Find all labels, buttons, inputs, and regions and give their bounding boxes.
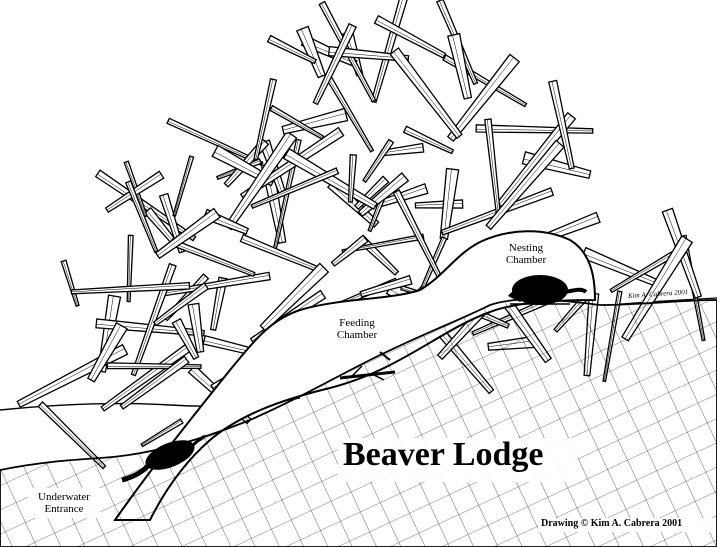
earth-bank [0, 298, 717, 547]
feeding-chamber-label-line1: Feeding [339, 317, 375, 329]
stick-grain [375, 19, 445, 57]
stick [446, 32, 473, 100]
stick-grain [415, 202, 463, 206]
stick-grain [133, 264, 173, 375]
stick [70, 281, 191, 295]
stick-grain [251, 169, 338, 207]
stick [373, 14, 447, 59]
stick-grain [90, 325, 121, 381]
stick-grain [62, 261, 78, 306]
stick-grain [328, 79, 373, 152]
stick-grain [332, 237, 366, 265]
stick [253, 78, 278, 161]
stick-grain [262, 266, 324, 329]
stick-grain [443, 169, 452, 239]
stick-grain [255, 79, 274, 160]
stick [370, 0, 408, 104]
stick [209, 276, 228, 332]
stick-grain [404, 129, 453, 152]
stick [484, 118, 502, 219]
stick [86, 321, 129, 383]
stick [414, 199, 464, 209]
stick-grain [301, 29, 322, 77]
stick-grain [551, 81, 573, 169]
nesting-chamber-label: Nesting Chamber [496, 242, 556, 266]
stick [126, 234, 134, 303]
feeding-chamber-label-line2: Chamber [336, 328, 378, 341]
stick-grain [373, 0, 403, 102]
diagram-title: Beaver Lodge [343, 436, 544, 473]
stick [547, 79, 575, 170]
stick-grain [192, 304, 201, 352]
stick-grain [381, 146, 424, 154]
stick [169, 238, 256, 278]
twig-food-icon [339, 351, 396, 381]
stick [402, 125, 455, 155]
stick [172, 155, 195, 217]
underwater-entrance-label-line1: Underwater [38, 491, 90, 503]
stick-grain [160, 275, 270, 295]
stick-grain [360, 278, 411, 295]
stick-grain [330, 183, 377, 225]
stick-grain [364, 140, 391, 182]
stick [281, 107, 349, 135]
stick [312, 22, 358, 106]
underwater-entrance-label-line2: Entrance [44, 502, 84, 515]
beaver-swimming-icon [121, 434, 206, 483]
stick [187, 302, 205, 354]
nesting-chamber-label-line2: Chamber [505, 253, 547, 266]
beaver-resting-icon [508, 275, 588, 305]
stick-grain [488, 142, 560, 228]
stick-grain [476, 128, 593, 132]
stick-grain [173, 156, 192, 216]
stick-grain [610, 253, 673, 292]
stick-grain [393, 51, 460, 137]
stick [347, 154, 358, 203]
stick-grain [487, 119, 500, 218]
stick-grain [360, 175, 405, 215]
stick-grain [141, 420, 182, 446]
stick [359, 274, 413, 298]
stick-grain [227, 133, 291, 228]
stick [327, 45, 410, 62]
stick-grain [270, 108, 323, 138]
stick [130, 262, 177, 377]
stick-grain [499, 115, 571, 205]
stick-grain [127, 181, 157, 252]
stick-grain [102, 347, 188, 410]
stick-grain [350, 154, 353, 203]
nesting-chamber-label-line1: Nesting [508, 242, 544, 254]
stick [282, 147, 378, 210]
stick-grain [285, 154, 376, 207]
stick-grain [121, 358, 187, 408]
stick-grain [450, 57, 514, 140]
stick-grain [146, 210, 177, 245]
stick-grain [71, 284, 190, 293]
stick-grain [452, 35, 469, 99]
stick [475, 124, 594, 134]
stick-grain [157, 211, 217, 256]
underwater-entrance-label: Underwater Entrance [28, 491, 100, 515]
stick-grain [395, 191, 443, 282]
stick-grain [175, 321, 197, 359]
stick-grain [315, 25, 353, 104]
stick-grain [39, 404, 105, 468]
stick [266, 34, 318, 65]
stick-grain [154, 285, 206, 324]
stick-grain [241, 238, 322, 271]
drawing-credit: Drawing © Kim A. Cabrera 2001 [541, 518, 683, 529]
feeding-chamber-label: Feeding Chamber [326, 317, 388, 341]
stick-grain [171, 242, 255, 275]
stick-grain [268, 39, 316, 62]
stick-grain [282, 113, 346, 131]
stick-grain [583, 253, 656, 283]
stick [439, 167, 460, 240]
